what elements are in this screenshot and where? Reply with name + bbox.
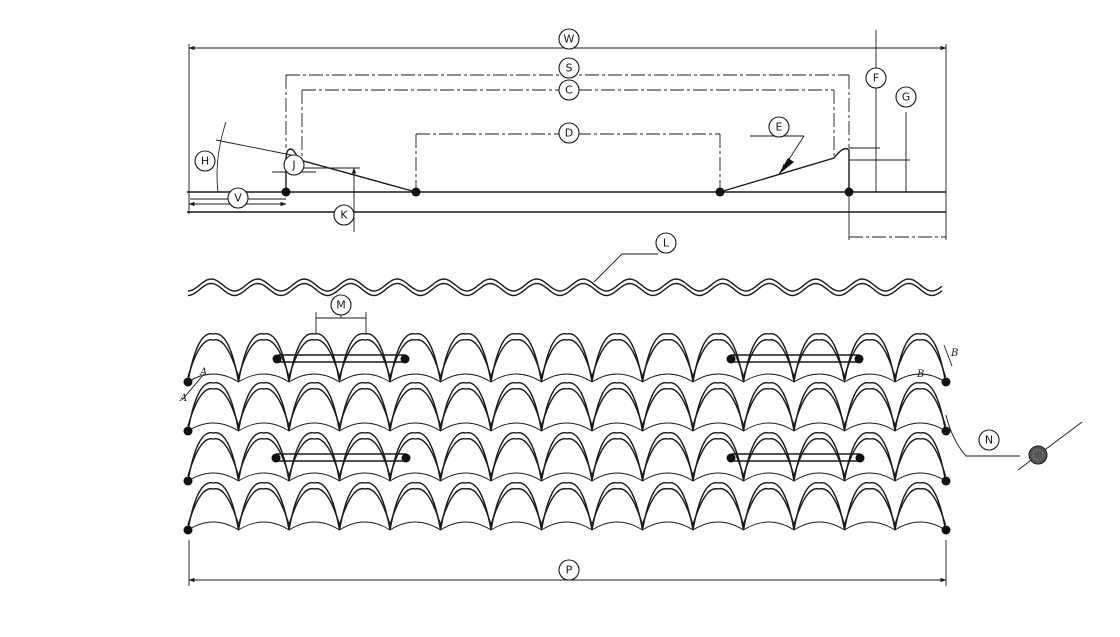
rod-end [401,453,411,463]
section-axis-line [1017,421,1083,471]
callout-f-label: F [873,72,879,85]
wire-cross-section-inner [1032,449,1044,461]
callout-g-label: G [902,91,911,104]
wire-wave-profile [187,253,943,297]
hinge-point [715,187,725,197]
callout-v: V [227,187,249,209]
callout-s-label: S [566,62,573,75]
callout-p: P [558,559,580,581]
angle-markers: A A B B [179,344,958,404]
callout-l-label: L [663,237,670,250]
edge-link-right [941,377,951,387]
callout-d-label: D [565,127,573,140]
spiral-row-1-inner [187,339,947,380]
rod-end [855,453,865,463]
angle-a-label-2: A [179,393,187,404]
cross-rods [271,354,865,463]
rod-end [854,354,864,364]
callout-w: W [558,28,580,50]
callout-h-label: H [201,155,209,168]
angle-h-arc [216,121,227,193]
edge-links [183,377,951,535]
wire-cross-section [1028,445,1048,465]
callout-v-label: V [234,192,242,205]
callout-e-label: E [776,121,783,134]
callout-l-leader [593,253,623,283]
edge-link-left [183,476,193,486]
edge-link-left [183,426,193,436]
left-slope-profile [285,148,417,193]
rod-end [400,354,410,364]
right-slope-profile [719,147,850,193]
spiral-row-4-inner [187,487,947,528]
callout-h: H [194,150,216,172]
edge-link-left [183,525,193,535]
edge-link-right [941,525,951,535]
hinge-point [411,187,421,197]
spiral-row-3-inner [187,438,947,479]
rod-end [726,453,736,463]
callout-g: G [895,86,917,108]
callout-j: J [283,154,305,176]
spiral-row-1-outer [187,333,947,383]
angle-h-leader [215,139,297,157]
spiral-row-2-link [187,422,946,432]
callout-c-label: C [565,84,573,97]
wave-line-bottom [187,282,943,297]
callout-w-label: W [564,33,575,46]
spiral-row-1-link [187,373,946,383]
callout-n: N [978,429,1000,451]
callout-k-label: K [340,209,348,222]
mesh-top-view [187,333,947,531]
angle-b-line [943,344,953,367]
callout-m: M [330,294,352,316]
callout-j-label: J [291,159,295,172]
angle-b-label-2: B [916,369,924,380]
angle-a-label: A [199,367,207,378]
callout-m-label: M [336,299,346,312]
callout-d: D [558,122,580,144]
callout-l: L [655,232,677,254]
callout-f: F [865,67,887,89]
wire-section-detail [945,414,1083,471]
angle-b-label: B [950,348,958,359]
rod-end [271,453,281,463]
rod-end [726,354,736,364]
spiral-row-2-outer [187,382,947,432]
callout-n-leader [945,414,1020,457]
spiral-row-4-outer [187,482,947,531]
wave-line-top [187,278,943,292]
spiral-row-3-outer [187,432,947,482]
callout-n-label: N [985,434,993,447]
callout-e-arrowhead [778,158,794,175]
callout-p-label: P [566,564,573,577]
edge-link-right [941,426,951,436]
edge-link-right [941,476,951,486]
callout-e: E [768,116,790,138]
spiral-row-3-link [187,472,946,482]
angle-a-line [181,373,205,401]
edge-link-left [183,377,193,387]
hinge-point [281,187,291,197]
callout-k: K [333,204,355,226]
spiral-row-4-link [187,521,946,531]
rod-end [272,354,282,364]
spiral-row-2-inner [187,388,947,429]
callout-c: C [558,79,580,101]
callout-s: S [558,57,580,79]
